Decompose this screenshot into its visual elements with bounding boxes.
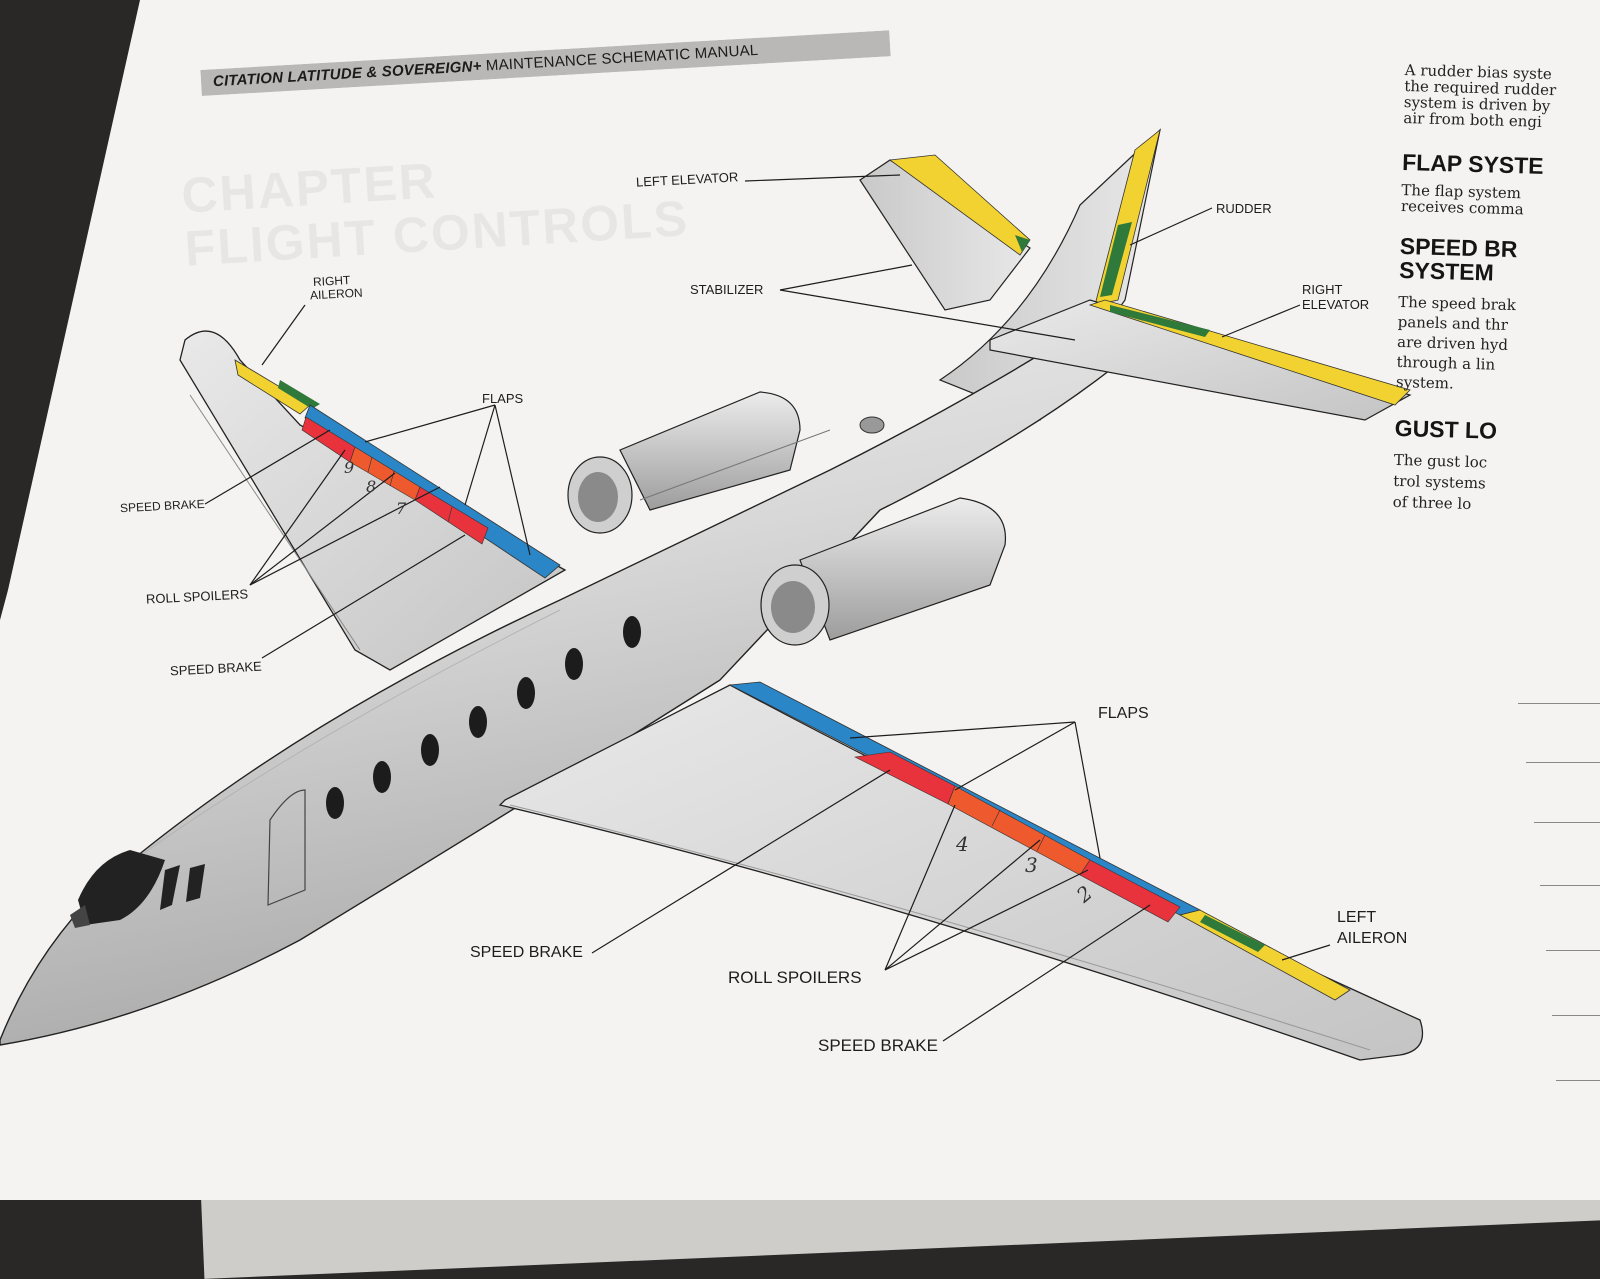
left-speed-brake-outer bbox=[1079, 859, 1181, 923]
right-aileron-trim-tab bbox=[278, 380, 320, 409]
handwritten-number-8: 8 bbox=[366, 477, 377, 496]
blank-line bbox=[1556, 1080, 1600, 1081]
engine-lower bbox=[760, 416, 1007, 646]
flap-system-paragraph: The flap system receives comma bbox=[1400, 180, 1524, 219]
handwritten-number-7: 7 bbox=[396, 499, 407, 518]
right-text-column: A rudder bias syste the required rudder … bbox=[1392, 61, 1600, 520]
engine-upper bbox=[567, 391, 831, 534]
handwritten-number-9: 9 bbox=[344, 458, 355, 477]
right-elevator-trim-tab bbox=[1110, 305, 1210, 337]
label-right-elevator-line1: RIGHT bbox=[1302, 282, 1343, 297]
label-stabilizer: STABILIZER bbox=[690, 282, 764, 297]
right-stabilizer bbox=[989, 299, 1412, 421]
rudder-bias-paragraph: A rudder bias syste the required rudder … bbox=[1403, 61, 1557, 131]
label-roll-spoilers-left: ROLL SPOILERS bbox=[728, 968, 862, 987]
right-wing bbox=[179, 330, 567, 671]
gust-lock-paragraph: The gust loc trol systems of three lo bbox=[1392, 450, 1488, 514]
blank-line bbox=[1534, 822, 1600, 823]
blank-line bbox=[1526, 762, 1600, 763]
left-aileron-trim-tab bbox=[1200, 915, 1265, 952]
fuselage bbox=[0, 308, 1111, 1046]
label-speed-brake-left-inner: SPEED BRAKE bbox=[470, 944, 583, 961]
rudder-trim-tab bbox=[1100, 222, 1132, 297]
leader-lines bbox=[204, 174, 1331, 1042]
left-wing bbox=[498, 681, 1424, 1061]
label-rudder: RUDDER bbox=[1216, 201, 1272, 216]
label-right-aileron-line2: AILERON bbox=[309, 285, 364, 303]
speed-brake-heading: SPEED BR SYSTEM bbox=[1398, 232, 1518, 286]
blank-line bbox=[1540, 885, 1600, 886]
label-left-aileron-line1: LEFT bbox=[1337, 909, 1377, 926]
handwritten-number-4: 4 bbox=[956, 832, 969, 856]
label-left-aileron-line2: AILERON bbox=[1337, 930, 1408, 947]
blank-line bbox=[1552, 1015, 1600, 1016]
left-stabilizer bbox=[859, 154, 1031, 311]
label-right-elevator-line2: ELEVATOR bbox=[1302, 297, 1370, 312]
handwritten-number-3: 3 bbox=[1025, 853, 1038, 877]
right-speed-brake-inner bbox=[414, 486, 489, 545]
aircraft-diagram bbox=[0, 128, 1424, 1061]
cabin-windows bbox=[326, 616, 641, 819]
blank-line bbox=[1518, 703, 1600, 704]
label-speed-brake-left-outer: SPEED BRAKE bbox=[818, 1036, 938, 1055]
label-flaps-left-wing: FLAPS bbox=[1098, 705, 1149, 722]
label-flaps-right-wing: FLAPS bbox=[482, 391, 524, 406]
blank-line bbox=[1546, 950, 1600, 951]
speed-brake-paragraph: The speed brak panels and thr are driven… bbox=[1395, 292, 1517, 393]
